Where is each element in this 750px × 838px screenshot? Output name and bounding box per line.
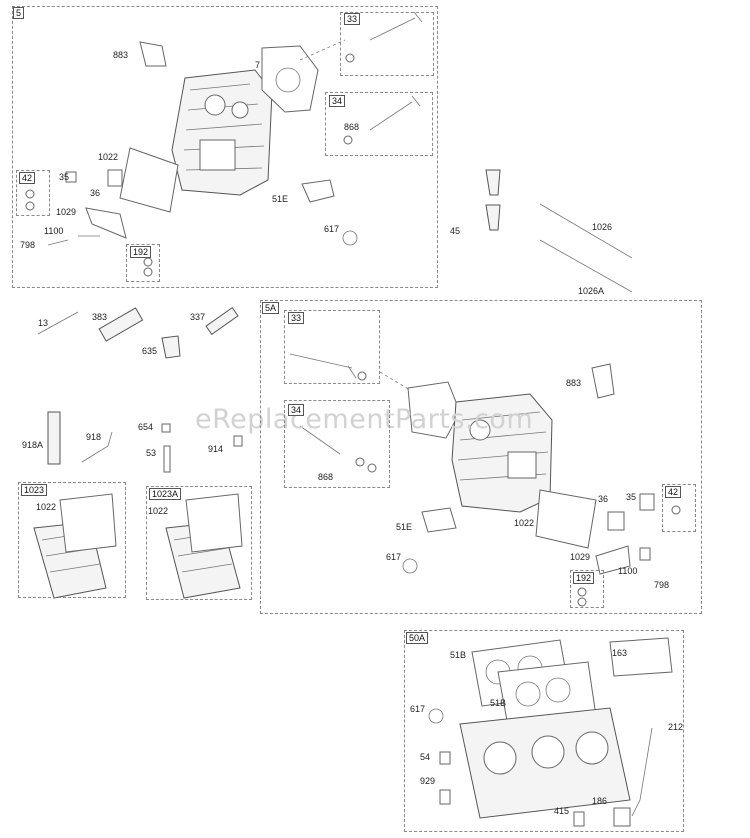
box-tag-5A: 5A bbox=[262, 302, 280, 314]
cylinder-head-5A bbox=[451, 393, 553, 513]
part-label-617c: 617 bbox=[410, 704, 426, 714]
group-box-34b bbox=[284, 400, 390, 488]
part-label-918: 918 bbox=[86, 432, 102, 442]
box-tag-50A: 50A bbox=[406, 632, 429, 644]
box-tag-1023: 1023 bbox=[21, 484, 48, 496]
part-label-35: 35 bbox=[59, 172, 70, 182]
part-label-798b: 798 bbox=[654, 580, 670, 590]
part-label-54: 54 bbox=[420, 752, 431, 762]
group-box-5A bbox=[260, 300, 702, 614]
part-label-654: 654 bbox=[138, 422, 154, 432]
box-tag-42b: 42 bbox=[665, 486, 682, 498]
group-box-192 bbox=[126, 244, 160, 282]
valve-cover-gasket-1022b bbox=[535, 489, 597, 549]
cylinder-head-5 bbox=[171, 69, 273, 196]
part-label-51Eb: 51E bbox=[396, 522, 413, 532]
part-label-798: 798 bbox=[20, 240, 36, 250]
part-label-51B-bottom: 51B bbox=[490, 698, 507, 708]
gasket-883 bbox=[139, 41, 167, 67]
part-label-1022b: 1022 bbox=[36, 502, 57, 512]
part-label-918A: 918A bbox=[22, 440, 44, 450]
group-box-33b bbox=[284, 310, 380, 384]
hose-918 bbox=[81, 431, 113, 463]
group-box-50A bbox=[404, 630, 684, 832]
part-label-1100: 1100 bbox=[44, 226, 64, 236]
part-label-51E: 51E bbox=[272, 194, 289, 204]
spark-plug-337 bbox=[205, 307, 239, 335]
part-label-415: 415 bbox=[554, 806, 570, 816]
watermark: eReplacementParts.com bbox=[195, 404, 534, 435]
group-box-42 bbox=[16, 170, 50, 216]
gasket-51E bbox=[301, 179, 335, 203]
box-tag-192b: 192 bbox=[573, 572, 595, 584]
part-label-1029: 1029 bbox=[56, 207, 77, 217]
part-label-51B-top: 51B bbox=[450, 650, 467, 660]
part-label-53: 53 bbox=[146, 448, 157, 458]
tube-212 bbox=[631, 727, 653, 817]
exhaust-gaskets-51B bbox=[471, 639, 597, 727]
part-label-13: 13 bbox=[38, 318, 49, 328]
part-label-635: 635 bbox=[142, 346, 158, 356]
part-label-35b: 35 bbox=[626, 492, 637, 502]
group-box-34 bbox=[325, 92, 433, 156]
part-label-1029b: 1029 bbox=[570, 552, 591, 562]
gasket-883b bbox=[591, 363, 615, 399]
part-label-36b: 36 bbox=[598, 494, 609, 504]
box-tag-34: 34 bbox=[329, 95, 346, 107]
part-label-883: 883 bbox=[113, 50, 129, 60]
box-tag-5: 5 bbox=[13, 7, 25, 19]
valve-cover-gasket-1022 bbox=[119, 147, 179, 213]
group-box-5 bbox=[12, 6, 438, 288]
part-label-383: 383 bbox=[92, 312, 108, 322]
part-label-1026: 1026 bbox=[592, 222, 613, 232]
fitting-635 bbox=[161, 335, 181, 359]
part-label-914: 914 bbox=[208, 444, 224, 454]
part-label-1100b: 1100 bbox=[618, 566, 638, 576]
part-label-163: 163 bbox=[612, 648, 628, 658]
part-label-337: 337 bbox=[190, 312, 206, 322]
part-383 bbox=[98, 307, 144, 342]
part-label-45: 45 bbox=[450, 226, 461, 236]
box-tag-42: 42 bbox=[19, 172, 36, 184]
part-label-868b: 868 bbox=[318, 472, 334, 482]
tube-918A bbox=[47, 411, 61, 465]
box-tag-33: 33 bbox=[344, 13, 361, 25]
box-tag-1023A: 1023A bbox=[149, 488, 182, 500]
group-box-1023A bbox=[146, 486, 252, 600]
group-box-1023 bbox=[18, 482, 126, 598]
group-box-33 bbox=[340, 12, 434, 76]
gasket-51Eb bbox=[421, 507, 457, 533]
part-label-617b: 617 bbox=[386, 552, 402, 562]
gasket-163 bbox=[609, 637, 673, 677]
head-gasket-7 bbox=[261, 45, 319, 113]
rocker-arm-1029 bbox=[85, 207, 127, 239]
part-label-929: 929 bbox=[420, 776, 436, 786]
part-label-7: 7 bbox=[255, 60, 261, 70]
part-label-186: 186 bbox=[592, 796, 608, 806]
part-label-36: 36 bbox=[90, 188, 101, 198]
box-tag-192: 192 bbox=[130, 246, 152, 258]
exhaust-manifold bbox=[459, 707, 631, 819]
rocker-arm-1029b bbox=[595, 545, 631, 575]
group-box-42b bbox=[662, 484, 696, 532]
box-tag-33b: 33 bbox=[288, 312, 305, 324]
part-label-1026A: 1026A bbox=[578, 286, 605, 296]
part-label-883b: 883 bbox=[566, 378, 582, 388]
box-tag-34b: 34 bbox=[288, 404, 305, 416]
part-label-1022c: 1022 bbox=[148, 506, 169, 516]
part-label-1022d: 1022 bbox=[514, 518, 535, 528]
part-label-868: 868 bbox=[344, 122, 360, 132]
head-gasket-5A bbox=[407, 381, 461, 439]
part-label-617: 617 bbox=[324, 224, 340, 234]
bolt-13 bbox=[37, 311, 79, 335]
part-label-212: 212 bbox=[668, 722, 684, 732]
part-label-1022: 1022 bbox=[98, 152, 119, 162]
group-box-192b bbox=[570, 570, 604, 608]
